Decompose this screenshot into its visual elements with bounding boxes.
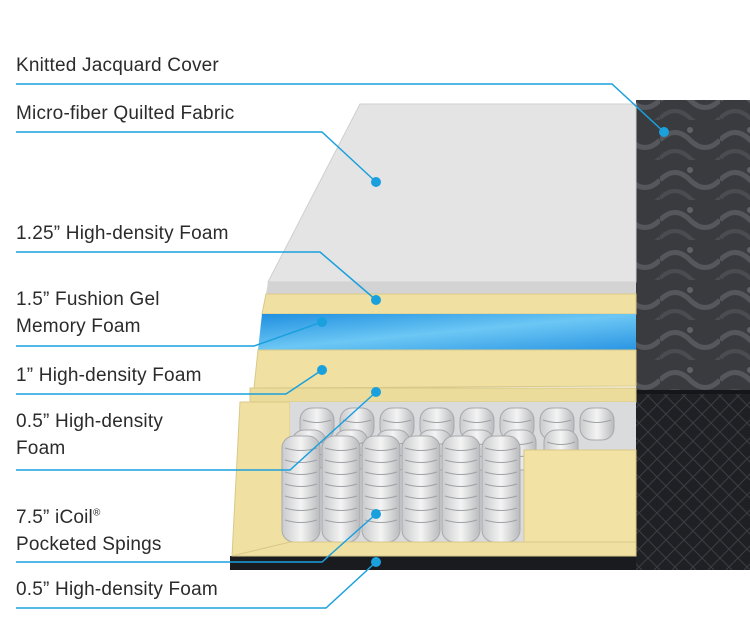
leader-dot-foam05top: [371, 387, 381, 397]
coil-band: [484, 483, 518, 487]
coil-band: [444, 519, 478, 523]
coil-band: [364, 471, 398, 475]
coil-pocket: [321, 435, 361, 543]
leader-dot-coil: [371, 509, 381, 519]
label-1-high-density-foam: 1” High-density Foam: [16, 365, 202, 386]
coil-band: [484, 519, 518, 523]
coil-band: [444, 495, 478, 499]
leader-dot-foam1: [317, 365, 327, 375]
coil-band: [546, 441, 576, 445]
coil-band: [284, 459, 318, 463]
coil-pocket: [481, 435, 521, 543]
coil-pocket: [579, 407, 615, 441]
foam-encasement-right: [523, 449, 637, 543]
coil-band: [444, 447, 478, 451]
leader-dot-foam125: [371, 295, 381, 305]
foam-layer-05-bottom: [231, 541, 637, 557]
coil-band: [324, 483, 358, 487]
coil-band: [284, 471, 318, 475]
leader-line-cover: [16, 83, 665, 133]
label-icoil-pocketed-springs: 7.5” iCoil®Pocketed Spings: [16, 507, 162, 555]
coil-band: [324, 459, 358, 463]
coil-band: [444, 483, 478, 487]
leader-line-foam05bot: [16, 561, 377, 609]
foam-layer-1: [253, 349, 637, 389]
foam-layer-05-top: [249, 387, 637, 403]
leader-line-foam05top: [16, 391, 377, 471]
coil-band: [484, 495, 518, 499]
coil-band: [382, 419, 412, 423]
coil-band: [284, 507, 318, 511]
base-edge: [230, 556, 636, 570]
coil-band: [444, 471, 478, 475]
coil-band: [404, 471, 438, 475]
coil-band: [364, 495, 398, 499]
label-05-high-density-foam-bottom: 0.5” High-density Foam: [16, 579, 218, 600]
coil-band: [422, 419, 452, 423]
leader-dot-gel: [317, 317, 327, 327]
leader-dot-foam05bot: [371, 557, 381, 567]
coil-band: [542, 419, 572, 423]
coil-band: [324, 507, 358, 511]
coil-pocket: [361, 435, 401, 543]
coil-band: [404, 507, 438, 511]
coil-pocket: [441, 435, 481, 543]
coil-band: [404, 459, 438, 463]
coil-band: [364, 483, 398, 487]
coil-band: [484, 447, 518, 451]
leader-line-foam1: [16, 369, 323, 395]
coil-pocket: [401, 435, 441, 543]
coil-band: [404, 483, 438, 487]
coil-band: [462, 419, 492, 423]
label-125-high-density-foam: 1.25” High-density Foam: [16, 223, 229, 244]
coil-band: [284, 495, 318, 499]
coil-band: [284, 519, 318, 523]
coil-band: [364, 459, 398, 463]
coil-band: [502, 419, 532, 423]
coil-band: [302, 419, 332, 423]
coil-band: [582, 419, 612, 423]
coil-band: [364, 507, 398, 511]
coil-band: [404, 519, 438, 523]
coil-band: [484, 471, 518, 475]
quilted-fabric-edge: [266, 282, 636, 294]
leader-dot-cover: [659, 127, 669, 137]
label-knitted-jacquard-cover: Knitted Jacquard Cover: [16, 55, 219, 76]
coil-band: [484, 459, 518, 463]
leader-line-quilt: [16, 131, 377, 183]
leader-line-foam125: [16, 251, 377, 301]
foam-layer-125: [261, 293, 637, 315]
label-micro-fiber-quilted-fabric: Micro-fiber Quilted Fabric: [16, 103, 235, 124]
jacquard-cover-side: [636, 100, 750, 570]
coil-band: [324, 495, 358, 499]
gel-memory-foam-layer: [258, 314, 636, 350]
coil-band: [444, 459, 478, 463]
leader-line-gel: [16, 321, 323, 347]
coil-band: [324, 447, 358, 451]
coil-band: [284, 483, 318, 487]
leader-dot-quilt: [371, 177, 381, 187]
coil-band: [444, 507, 478, 511]
leader-lines: [16, 83, 669, 609]
coil-band: [404, 495, 438, 499]
coil-band: [404, 447, 438, 451]
coil-band: [364, 447, 398, 451]
coil-band: [484, 507, 518, 511]
coil-band: [324, 471, 358, 475]
coil-pocket: [281, 435, 321, 543]
coil-band: [324, 519, 358, 523]
leader-line-coil: [16, 513, 377, 563]
foam-encasement-left: [231, 401, 291, 557]
